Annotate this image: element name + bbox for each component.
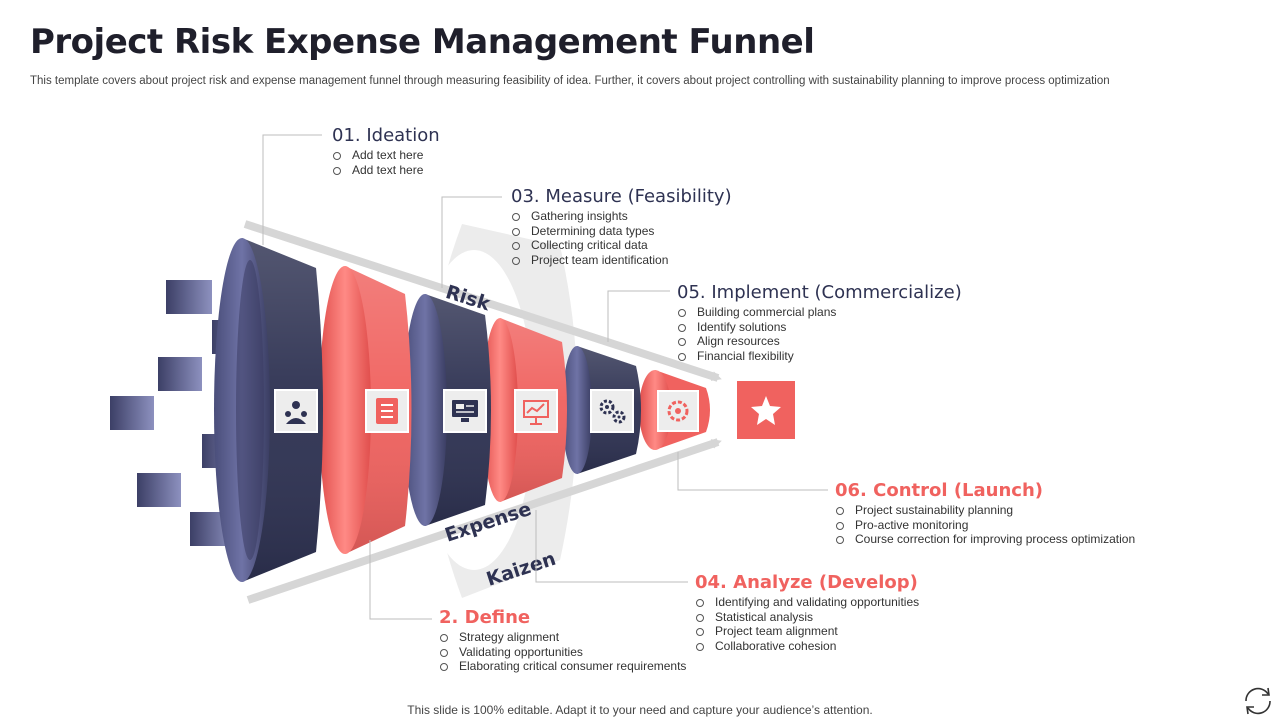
page-title: Project Risk Expense Management Funnel xyxy=(30,22,815,62)
expense-arrow xyxy=(246,438,722,604)
refresh-icon[interactable] xyxy=(1240,684,1276,718)
checklist-icon xyxy=(365,389,409,433)
deco-square xyxy=(137,473,181,507)
stage-ideation: 01. Ideation Add text here Add text here xyxy=(332,125,440,177)
connector-define xyxy=(369,540,432,620)
list-item: Financial flexibility xyxy=(677,349,962,364)
analytics-icon xyxy=(514,389,558,433)
list-item: Pro-active monitoring xyxy=(835,518,1135,533)
stage-implement: 05. Implement (Commercialize) Building c… xyxy=(677,282,962,363)
stage-item-list: Building commercial plans Identify solut… xyxy=(677,305,962,363)
list-item: Strategy alignment xyxy=(439,630,686,645)
stage-title: 05. Implement (Commercialize) xyxy=(677,282,962,303)
stage-item-list: Add text here Add text here xyxy=(332,148,440,177)
stage-analyze: 04. Analyze (Develop) Identifying and va… xyxy=(695,572,919,653)
list-item: Project team alignment xyxy=(695,624,919,639)
list-item: Building commercial plans xyxy=(677,305,962,320)
list-item: Statistical analysis xyxy=(695,610,919,625)
connector-lines xyxy=(262,134,828,620)
list-item: Add text here xyxy=(332,163,440,178)
list-item: Elaborating critical consumer requiremen… xyxy=(439,659,686,674)
list-item: Align resources xyxy=(677,334,962,349)
stage-title: 04. Analyze (Develop) xyxy=(695,572,918,593)
footer-note: This slide is 100% editable. Adapt it to… xyxy=(407,703,873,717)
connector-analyze xyxy=(535,510,688,583)
stage-title: 01. Ideation xyxy=(332,125,440,146)
stage-title: 2. Define xyxy=(439,607,531,628)
deco-square xyxy=(158,357,202,391)
connector-implement xyxy=(607,290,670,342)
list-item: Course correction for improving process … xyxy=(835,532,1135,547)
risk-arrow xyxy=(243,220,722,382)
connector-ideation xyxy=(262,134,322,245)
stage-measure: 03. Measure (Feasibility) Gathering insi… xyxy=(511,186,732,267)
deco-square xyxy=(110,396,154,430)
stage-define: 2. Define Strategy alignment Validating … xyxy=(439,607,686,674)
stage-item-list: Strategy alignment Validating opportunit… xyxy=(439,630,686,674)
monitor-icon xyxy=(443,389,487,433)
connector-measure xyxy=(441,196,502,288)
list-item: Add text here xyxy=(332,148,440,163)
stage-title: 06. Control (Launch) xyxy=(835,480,1044,501)
star-icon xyxy=(737,381,795,439)
stage-control: 06. Control (Launch) Project sustainabil… xyxy=(835,480,1135,547)
stage-item-list: Identifying and validating opportunities… xyxy=(695,595,919,653)
list-item: Determining data types xyxy=(511,224,732,239)
connector-control xyxy=(677,452,828,491)
list-item: Project sustainability planning xyxy=(835,503,1135,518)
list-item: Project team identification xyxy=(511,253,732,268)
list-item: Collecting critical data xyxy=(511,238,732,253)
list-item: Gathering insights xyxy=(511,209,732,224)
team-icon xyxy=(274,389,318,433)
settings-target-icon xyxy=(657,390,699,432)
deco-square xyxy=(166,280,212,314)
gears-icon xyxy=(590,389,634,433)
stage-title: 03. Measure (Feasibility) xyxy=(511,186,732,207)
stage-item-list: Project sustainability planning Pro-acti… xyxy=(835,503,1135,547)
list-item: Validating opportunities xyxy=(439,645,686,660)
stage-item-list: Gathering insights Determining data type… xyxy=(511,209,732,267)
page-subtitle: This template covers about project risk … xyxy=(30,75,1110,87)
list-item: Identifying and validating opportunities xyxy=(695,595,919,610)
list-item: Collaborative cohesion xyxy=(695,639,919,654)
list-item: Identify solutions xyxy=(677,320,962,335)
